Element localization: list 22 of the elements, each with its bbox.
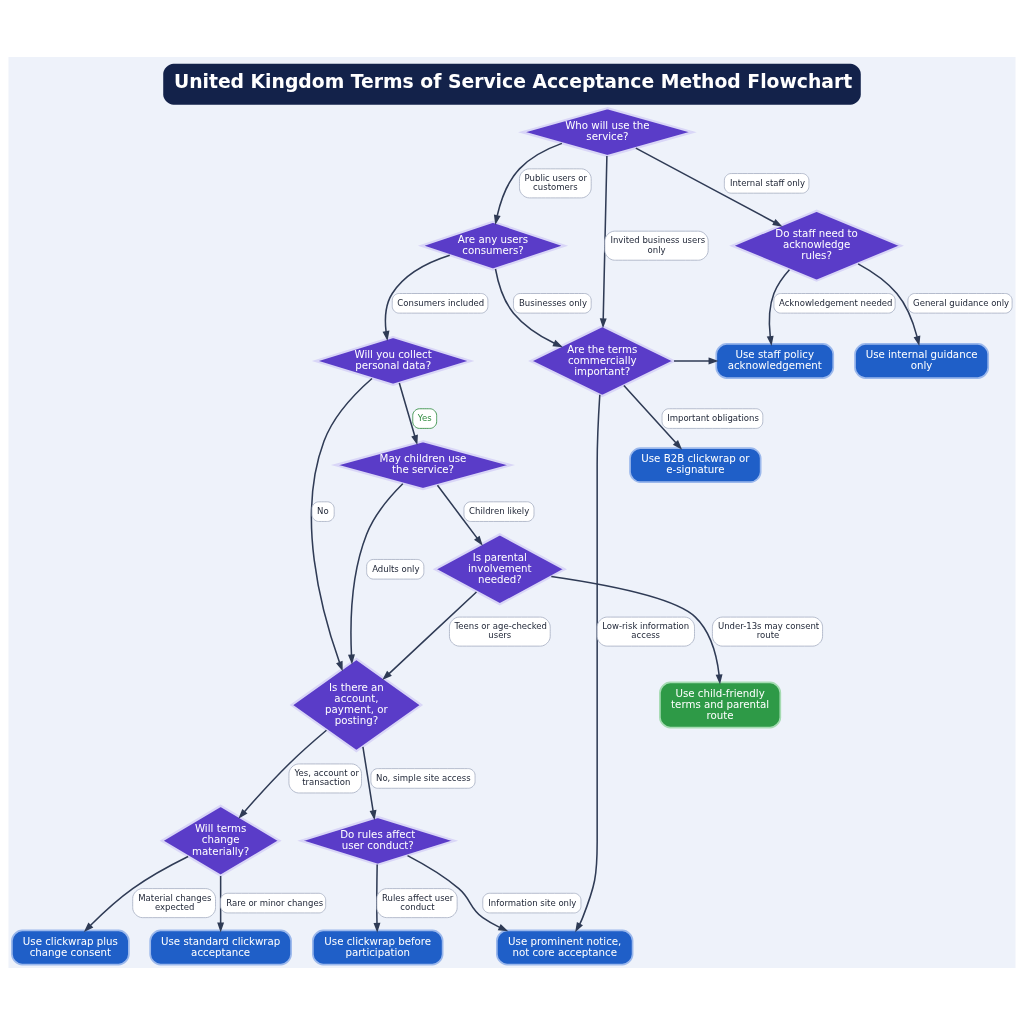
edge-label: Under-13s may consent route — [717, 620, 820, 640]
edge-label: Teens or age-checked users — [454, 620, 547, 640]
edge-label: Yes, account or transaction — [294, 767, 360, 787]
edge-label: No — [317, 505, 329, 516]
edge-label: Acknowledgement needed — [779, 297, 893, 308]
edge-label: No, simple site access — [376, 772, 471, 783]
edge-label: Important obligations — [667, 412, 759, 423]
edge-label: Yes — [417, 412, 432, 423]
edge-label: Low-risk information access — [602, 620, 690, 640]
edge-label: Rare or minor changes — [226, 897, 324, 908]
edge-label: Consumers included — [397, 297, 485, 308]
edge-label: Rules affect user conduct — [382, 892, 454, 912]
edge-label: General guidance only — [913, 297, 1010, 308]
edge-label: Invited business users only — [610, 234, 706, 255]
edge-label: Internal staff only — [729, 177, 806, 188]
edge-label: Material changes expected — [138, 892, 212, 912]
edge-label: Public users or customers — [524, 172, 587, 192]
edge-label: Children likely — [469, 505, 530, 516]
edge-label: Adults only — [372, 563, 420, 574]
diagram-title: United Kingdom Terms of Service Acceptance Method Flowchart — [173, 70, 853, 92]
edge-label: Information site only — [488, 897, 577, 908]
edge-label: Businesses only — [519, 297, 587, 308]
